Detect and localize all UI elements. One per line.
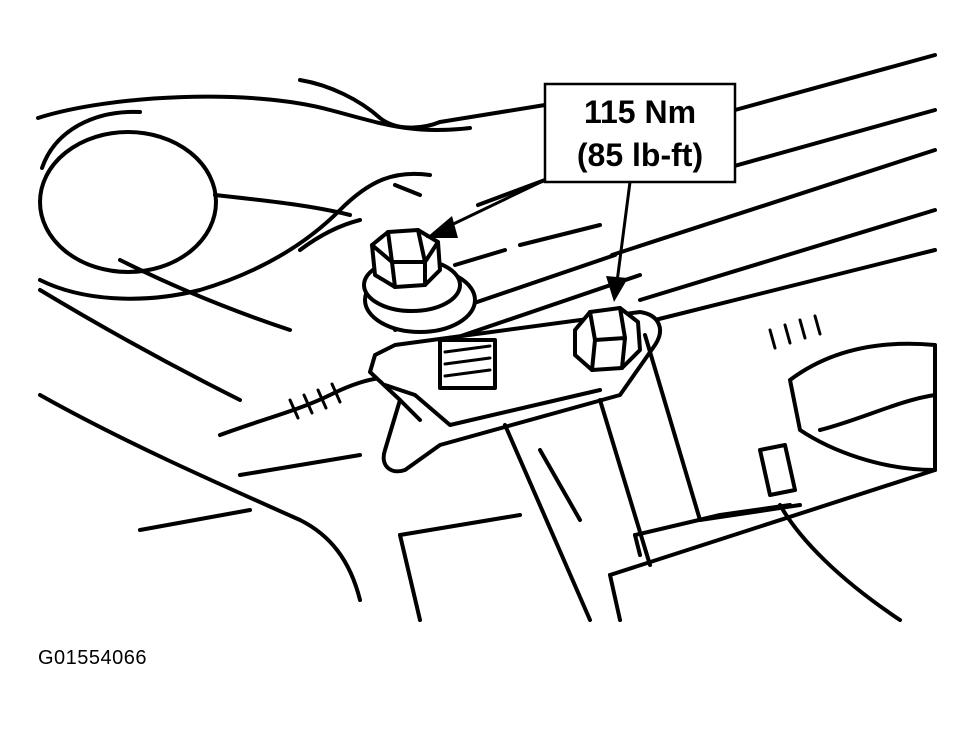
callout-arrow-left [426, 178, 547, 238]
bolt-left [362, 228, 497, 390]
crossmember-upper [393, 53, 937, 350]
right-bushing [758, 341, 937, 622]
upper-arm-bushing [36, 78, 472, 301]
lower-structure [398, 333, 937, 622]
torque-imperial-label: (85 lb-ft) [577, 137, 703, 173]
torque-metric-label: 115 Nm [584, 94, 696, 130]
frame-rail-left [38, 258, 382, 602]
figure-id-label: G01554066 [38, 647, 148, 669]
callout-arrow-right [606, 180, 632, 302]
torque-callout: 115 Nm (85 lb-ft) [543, 82, 737, 184]
bolt-right [573, 306, 642, 372]
